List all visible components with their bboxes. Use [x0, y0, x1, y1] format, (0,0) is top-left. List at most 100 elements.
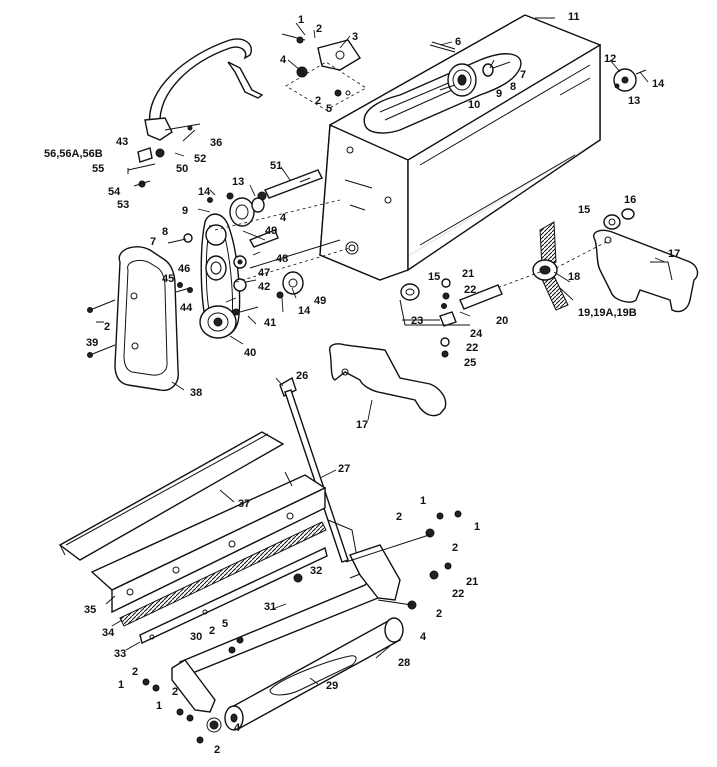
callout: 47 — [258, 267, 270, 279]
callout: 1 — [298, 14, 304, 26]
callout: 38 — [190, 387, 202, 399]
callout: 22 — [466, 342, 478, 354]
callout: 2 — [315, 95, 321, 107]
drive-belt — [199, 213, 241, 339]
callout: 7 — [520, 69, 526, 81]
callout: 51 — [270, 160, 282, 172]
callout: 28 — [398, 657, 410, 669]
callout: 2 — [132, 666, 138, 678]
callout: 19,19A,19B — [578, 307, 637, 319]
end-bracket-left — [171, 659, 222, 744]
callout-labels — [105, 17, 666, 685]
callout: 1 — [156, 700, 162, 712]
callout: 31 — [264, 601, 276, 613]
callout: 33 — [114, 648, 126, 660]
callout: 21 — [466, 576, 478, 588]
callout: 25 — [464, 357, 476, 369]
callout: 17 — [668, 248, 680, 260]
callout: 48 — [276, 253, 288, 265]
callout: 49 — [314, 295, 326, 307]
callout: 40 — [244, 347, 256, 359]
callout: 13 — [628, 95, 640, 107]
callout: 55 — [92, 163, 104, 175]
callout: 14 — [652, 78, 665, 90]
callout: 50 — [176, 163, 188, 175]
callout: 23 — [411, 315, 423, 327]
callout: 2 — [214, 744, 220, 756]
callout: 21 — [462, 268, 474, 280]
callout: 4 — [234, 722, 241, 734]
callout: 4 — [420, 631, 427, 643]
callout: 5 — [222, 618, 228, 630]
callout-text: 1 2 3 4 2 5 6 11 7 8 9 10 12 13 14 36 52… — [44, 11, 680, 756]
side-plate-part-17b — [328, 343, 447, 417]
shaft-part-20 — [399, 278, 503, 358]
callout: 2 — [316, 23, 322, 35]
bearing-part-15-16 — [603, 208, 635, 230]
callout: 46 — [178, 263, 190, 275]
callout: 3 — [352, 31, 358, 43]
callout: 26 — [296, 370, 308, 382]
callout: 35 — [84, 604, 96, 616]
callout: 5 — [326, 103, 332, 115]
brush-strip-part-34 — [119, 521, 327, 627]
shaft-part-51 — [257, 169, 323, 201]
callout: 37 — [238, 498, 250, 510]
callout: 14 — [198, 186, 211, 198]
callout: 49 — [265, 225, 277, 237]
callout: 2 — [436, 608, 442, 620]
drive-pulley-assembly — [207, 192, 265, 227]
fasteners-right — [142, 510, 462, 722]
callout: 1 — [474, 521, 480, 533]
callout: 36 — [210, 137, 222, 149]
callout: 29 — [326, 680, 338, 692]
callout: 34 — [102, 627, 115, 639]
callout: 54 — [108, 186, 121, 198]
roller-part-28 — [224, 617, 404, 731]
callout: 20 — [496, 315, 508, 327]
bar-part-33 — [139, 547, 328, 644]
plate-part-12 — [613, 68, 647, 92]
callout: 16 — [624, 194, 636, 206]
callout: 45 — [162, 273, 174, 285]
callout: 43 — [116, 136, 128, 148]
callout: 30 — [190, 631, 202, 643]
agitator-part-18 — [469, 221, 611, 311]
latch-parts — [127, 147, 165, 188]
callout: 24 — [470, 328, 483, 340]
callout: 8 — [510, 81, 516, 93]
callout: 41 — [264, 317, 276, 329]
callout: 2 — [172, 686, 178, 698]
callout: 2 — [104, 321, 110, 333]
callout: 27 — [338, 463, 350, 475]
rod-part — [429, 41, 456, 53]
callout: 15 — [428, 271, 440, 283]
callout: 4 — [280, 54, 287, 66]
callout: 2 — [396, 511, 402, 523]
frame-part-36 — [90, 471, 327, 614]
callout: 2 — [209, 625, 215, 637]
callout: 39 — [86, 337, 98, 349]
callout: 10 — [468, 99, 480, 111]
callout: 11 — [568, 11, 580, 23]
callout: 1 — [420, 495, 426, 507]
callout: 8 — [162, 226, 168, 238]
cover-plate-part-37 — [58, 431, 285, 561]
callout: 1 — [118, 679, 124, 691]
side-plate-part-17a — [593, 229, 699, 313]
callout: 14 — [298, 305, 311, 317]
callout: 44 — [180, 302, 193, 314]
callout: 4 — [280, 212, 287, 224]
hopper-housing — [319, 14, 601, 281]
callout: 2 — [452, 542, 458, 554]
callout: 56,56A,56B — [44, 148, 103, 160]
callout: 13 — [232, 176, 244, 188]
callout: 42 — [258, 281, 270, 293]
handle-bar — [144, 38, 264, 141]
belt-guard-part-38 — [87, 246, 179, 392]
callout: 6 — [455, 36, 461, 48]
callout: 18 — [568, 271, 580, 283]
bracket-part-3 — [281, 33, 367, 111]
small-bolts-left — [167, 233, 193, 293]
